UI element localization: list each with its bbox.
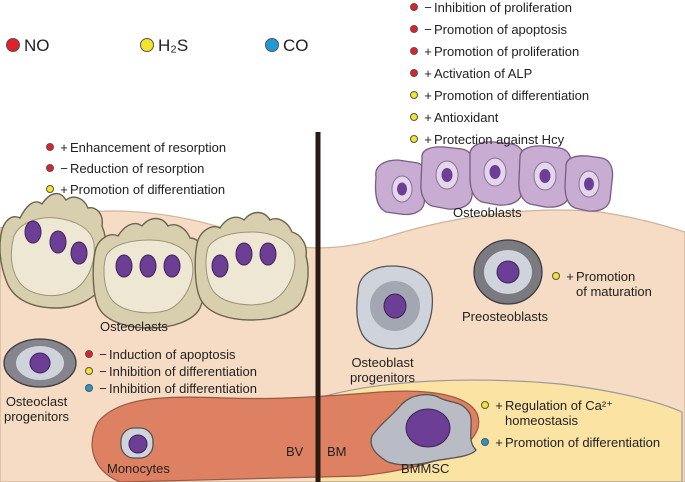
effect-text: Induction of apoptosis	[109, 347, 236, 362]
effect-text: Activation of ALP	[434, 66, 533, 81]
osteoblasts-label: Osteoblasts	[453, 205, 522, 220]
osteoclast-cell	[194, 211, 309, 321]
osteoblast-progenitors-label: Osteoblast progenitors	[350, 355, 416, 385]
preosteoblasts-label: Preosteoblasts	[462, 309, 548, 324]
effect-sign: −	[99, 364, 107, 379]
co-legend-swatch	[265, 38, 279, 52]
effect-text: Promotion of differentiation	[70, 182, 226, 197]
gas-dot-icon	[46, 164, 54, 172]
effect-text: Regulation of Ca²⁺ homeostasis	[505, 398, 614, 428]
effect-text: Promotion of differentiation	[505, 435, 661, 450]
gas-dot-icon	[552, 272, 560, 280]
effect-item: −Promotion of apoptosis	[410, 22, 567, 37]
effect-sign: −	[424, 22, 432, 37]
gas-dot-icon	[85, 350, 93, 358]
effect-item: −Inhibition of proliferation	[410, 0, 572, 15]
effect-sign: +	[424, 44, 432, 59]
effect-item: +Antioxidant	[410, 110, 498, 125]
effect-text: Promotion of maturation	[576, 269, 652, 299]
effect-item: +Promotion of differentiation	[410, 88, 589, 103]
effect-item: +Protection against Hcy	[410, 132, 564, 147]
effect-sign: +	[424, 110, 432, 125]
gas-dot-icon	[481, 401, 489, 409]
bv-label: BV	[286, 444, 304, 459]
osteoblast-progenitor-cell	[356, 265, 434, 350]
no-legend-label: NO	[24, 36, 50, 55]
effect-sign: +	[566, 269, 574, 284]
effect-sign: +	[60, 140, 68, 155]
effect-item: −Inhibition of differentiation	[85, 364, 257, 379]
effect-sign: −	[99, 347, 107, 362]
bm-label: BM	[327, 444, 347, 459]
effect-text: Antioxidant	[434, 110, 499, 125]
osteoblast-cell	[374, 159, 428, 216]
effect-text: Reduction of resorption	[70, 161, 205, 176]
osteoblast-cell	[564, 155, 614, 212]
effect-item: −Reduction of resorption	[46, 161, 204, 176]
effect-item: +Promotion of differentiation	[481, 435, 660, 450]
monocytes-label: Monocytes	[107, 461, 170, 476]
osteoclasts-label: Osteoclasts	[100, 319, 168, 334]
gas-dot-icon	[410, 69, 418, 77]
effect-item: +Promotion of proliferation	[410, 44, 579, 59]
bmmsc-cell	[370, 393, 477, 466]
monocyte-cell	[120, 427, 154, 459]
gas-dot-icon	[46, 143, 54, 151]
osteoclast-progenitors-label: Osteoclast progenitors	[4, 394, 70, 424]
effect-item: −Inhibition of differentiation	[85, 381, 257, 396]
effect-sign: +	[424, 88, 432, 103]
effect-item: −Induction of apoptosis	[85, 347, 235, 362]
co-legend-label: CO	[283, 36, 309, 55]
effect-text: Promotion of apoptosis	[434, 22, 567, 37]
gas-dot-icon	[410, 47, 418, 55]
effect-item: +Promotion of maturation	[552, 269, 652, 299]
effect-text: Inhibition of differentiation	[109, 364, 257, 379]
no-legend-swatch	[6, 38, 20, 52]
effect-text: Inhibition of proliferation	[434, 0, 573, 15]
h2s-legend-label: H₂S	[158, 36, 189, 55]
effect-sign: +	[495, 398, 503, 413]
gas-dot-icon	[85, 367, 93, 375]
effect-sign: +	[60, 182, 68, 197]
effect-item: +Enhancement of resorption	[46, 140, 226, 155]
gas-dot-icon	[410, 91, 418, 99]
effect-item: +Activation of ALP	[410, 66, 532, 81]
effect-text: Promotion of differentiation	[434, 88, 590, 103]
effect-item: +Promotion of differentiation	[46, 182, 225, 197]
effect-item: +Regulation of Ca²⁺ homeostasis	[481, 398, 613, 428]
effect-text: Protection against Hcy	[434, 132, 565, 147]
gas-dot-icon	[85, 384, 93, 392]
osteoclast-cell	[0, 193, 108, 309]
gas-dot-icon	[46, 185, 54, 193]
gas-dot-icon	[410, 25, 418, 33]
osteoblast-cell	[469, 141, 526, 206]
bmmsc-label: BMMSC	[401, 461, 450, 476]
effect-sign: −	[60, 161, 68, 176]
gas-dot-icon	[410, 3, 418, 11]
osteoblast-cell	[420, 146, 476, 210]
effect-sign: −	[424, 0, 432, 15]
effect-sign: −	[99, 381, 107, 396]
effect-text: Enhancement of resorption	[70, 140, 227, 155]
gas-dot-icon	[410, 113, 418, 121]
effect-sign: +	[424, 66, 432, 81]
gas-dot-icon	[410, 135, 418, 143]
h2s-legend-swatch	[140, 38, 154, 52]
effect-text: Promotion of proliferation	[434, 44, 580, 59]
preosteoblast-cell	[473, 239, 543, 305]
osteoclast-progenitor-cell	[3, 338, 77, 388]
osteoblast-cell	[518, 145, 573, 208]
effect-sign: +	[424, 132, 432, 147]
effect-text: Inhibition of differentiation	[109, 381, 257, 396]
osteoclast-cell	[92, 217, 207, 329]
effect-sign: +	[495, 435, 503, 450]
gas-dot-icon	[481, 438, 489, 446]
